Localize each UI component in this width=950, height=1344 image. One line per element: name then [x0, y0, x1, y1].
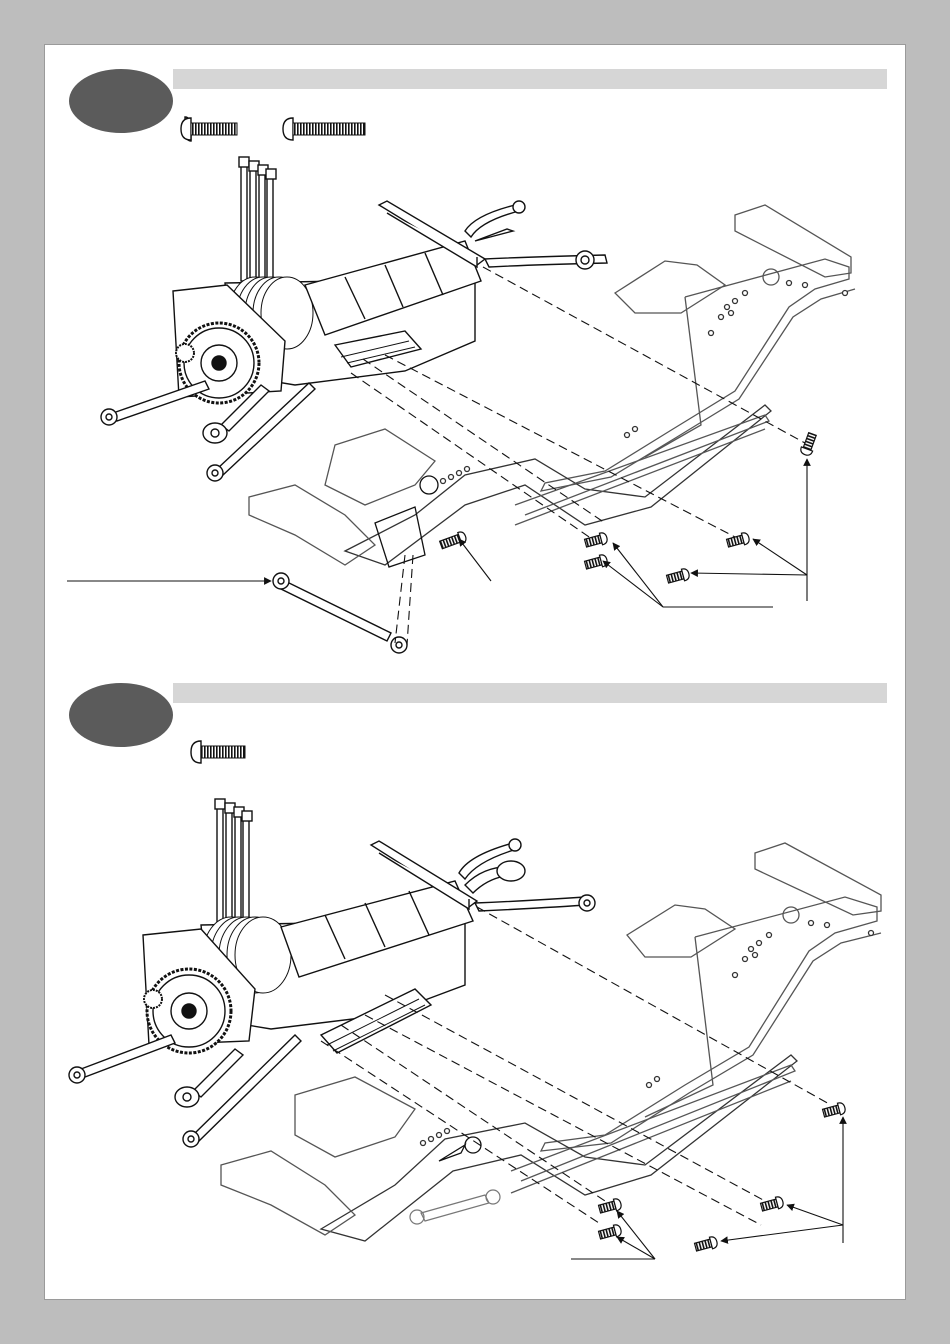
- frame-screw-mid: [726, 532, 750, 549]
- frame-screw-right: [799, 432, 818, 457]
- center-screw-leader: [459, 539, 491, 581]
- step-2-motor-wires: [215, 799, 252, 925]
- hanger-screw: [439, 530, 468, 550]
- step-2-right-screw-leader: [721, 1117, 843, 1243]
- step-2-callouts: [571, 1117, 843, 1259]
- step-1-front-link: [273, 573, 407, 653]
- short-button-head-screw-icon: [181, 117, 237, 141]
- step-2-frame-screw-mid: [760, 1196, 784, 1213]
- motor-wires: [239, 157, 276, 281]
- step-2-frame-screw-right: [822, 1102, 846, 1119]
- step-1-transmission-assembly: [101, 157, 607, 481]
- frame-screw-low: [666, 568, 690, 585]
- instruction-sheet: [44, 44, 906, 1300]
- button-head-screw-icon: [191, 741, 245, 763]
- assembly-drawing: [45, 45, 905, 1299]
- long-button-head-screw-icon: [283, 118, 365, 140]
- right-screw-leader: [691, 459, 807, 601]
- step-2-frame-screw-low: [694, 1236, 718, 1253]
- step-1-screws: [439, 432, 818, 585]
- frame-screw-pair-a: [584, 532, 608, 549]
